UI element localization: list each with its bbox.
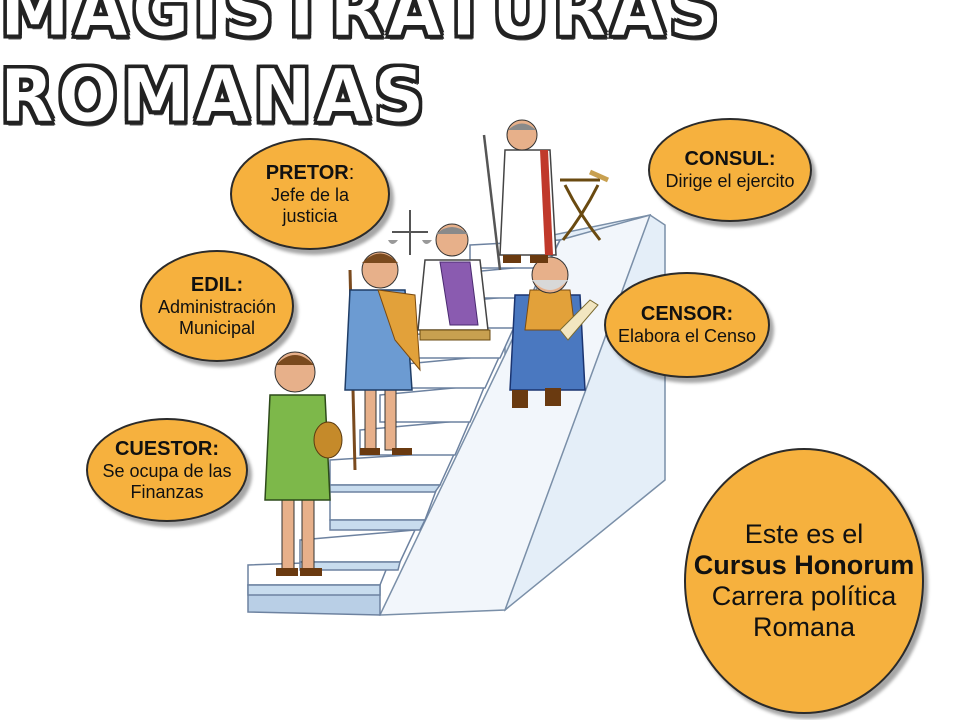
cuestor-desc-1: Se ocupa de las [102, 460, 232, 481]
cuestor-name: CUESTOR: [114, 437, 220, 460]
bubble-edil: EDIL: Administración Municipal [140, 250, 294, 362]
consul-name: CONSUL: [684, 148, 776, 171]
consul-figure [482, 119, 557, 271]
edil-desc-1: Administración [157, 296, 277, 317]
pretor-desc-2: justicia [282, 205, 338, 226]
pretor-desc-1: Jefe de la [270, 184, 350, 205]
title-text: MAGISTRATURAS ROMANAS [0, 0, 724, 140]
cuestor-figure [264, 351, 343, 576]
cursus-line-2: Cursus Honorum [693, 549, 915, 580]
censor-figure [509, 256, 599, 408]
page-title: MAGISTRATURAS ROMANAS [0, 0, 960, 140]
bubble-cursus-honorum: Este es el Cursus Honorum Carrera políti… [684, 448, 924, 714]
bubble-consul: CONSUL: Dirige el ejercito [648, 118, 812, 222]
cursus-line-1: Este es el [744, 518, 864, 549]
edil-desc-2: Municipal [178, 317, 256, 338]
bubble-cuestor: CUESTOR: Se ocupa de las Finanzas [86, 418, 248, 522]
edil-figure [344, 251, 421, 471]
cursus-line-3: Carrera política [711, 581, 897, 611]
edil-name: EDIL: [190, 273, 244, 296]
bubble-censor: CENSOR: Elabora el Censo [604, 272, 770, 378]
pretor-figure [388, 210, 491, 341]
curule-chair [560, 169, 610, 241]
bubble-pretor: PRETOR: Jefe de la justicia [230, 138, 390, 250]
cuestor-desc-2: Finanzas [130, 481, 204, 502]
cursus-line-4: Romana [752, 612, 856, 643]
censor-desc: Elabora el Censo [617, 326, 757, 347]
pretor-name: PRETOR: [265, 161, 355, 184]
consul-desc: Dirige el ejercito [665, 171, 795, 192]
censor-name: CENSOR: [640, 303, 734, 326]
